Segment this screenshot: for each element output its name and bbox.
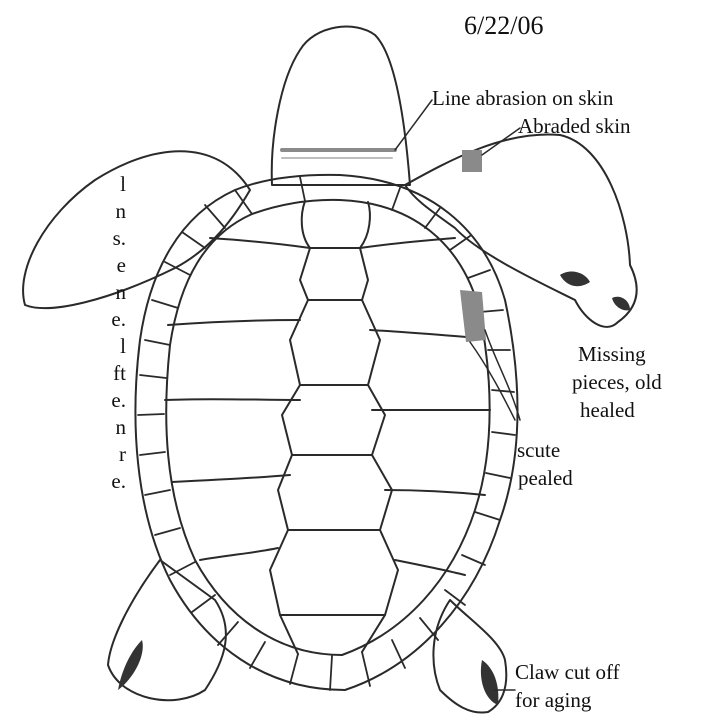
shell-outer bbox=[135, 175, 517, 690]
scute-line-1: scute bbox=[517, 438, 560, 462]
left-claw-mark bbox=[118, 640, 143, 690]
right-front-flipper bbox=[405, 134, 637, 326]
claw-line-1: Claw cut off bbox=[515, 660, 620, 684]
left-fragment: e. bbox=[111, 307, 126, 331]
left-fragment: n bbox=[116, 415, 127, 439]
left-fragment: n bbox=[116, 280, 127, 304]
costal-scutes bbox=[165, 238, 490, 575]
right-claw-mark bbox=[481, 660, 499, 705]
left-fragment: e. bbox=[111, 469, 126, 493]
left-fragment: s. bbox=[113, 226, 126, 250]
scute-line-2: pealed bbox=[518, 466, 573, 490]
missing-pieces-line-1: Missing bbox=[578, 342, 646, 366]
flipper-dark-mark-2 bbox=[612, 297, 630, 311]
missing-pieces-line-2: pieces, old bbox=[572, 370, 662, 394]
shell-inner bbox=[166, 200, 489, 655]
claw-line-2: for aging bbox=[515, 688, 591, 712]
flipper-dark-mark-1 bbox=[560, 271, 590, 286]
left-fragment: e bbox=[117, 253, 126, 277]
marginal-scutes bbox=[138, 177, 515, 690]
date-label: 6/22/06 bbox=[464, 12, 543, 40]
scute-pealed-mark bbox=[460, 290, 486, 342]
left-fragment: l bbox=[120, 334, 126, 358]
line-abrasion-label: Line abrasion on skin bbox=[432, 86, 613, 110]
left-fragment: e. bbox=[111, 388, 126, 412]
left-fragment: r bbox=[119, 442, 126, 466]
abraded-skin-label: Abraded skin bbox=[518, 114, 631, 138]
left-cropped-text: l n s. e n e. l ft e. n r e. bbox=[0, 172, 128, 512]
turtle-head bbox=[272, 27, 410, 185]
left-fragment: ft bbox=[113, 361, 126, 385]
left-fragment: l bbox=[120, 172, 126, 196]
leader-lines bbox=[395, 100, 520, 690]
abraded-skin-mark bbox=[462, 150, 482, 172]
missing-pieces-line-3: healed bbox=[580, 398, 635, 422]
vertebral-scutes bbox=[270, 201, 398, 654]
left-fragment: n bbox=[116, 199, 127, 223]
